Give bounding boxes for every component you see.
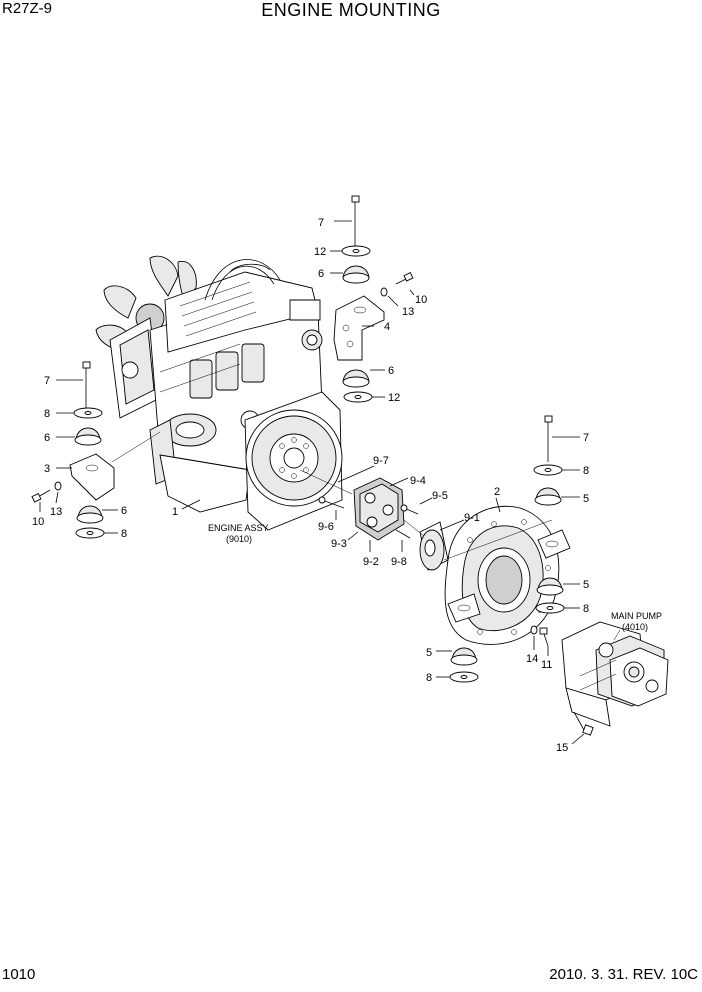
callout-6: 6 [121,505,127,517]
main-pump-ref: (4010) [622,622,648,632]
page-title: ENGINE MOUNTING [261,0,441,20]
callout-9-4: 9-4 [410,475,426,487]
callout-9-6: 9-6 [318,521,334,533]
callout-13: 13 [50,506,62,518]
callout-5: 5 [426,647,432,659]
model-code: R27Z-9 [2,0,53,17]
callout-8: 8 [583,465,589,477]
callout-9-8: 9-8 [391,556,407,568]
callout-9-7: 9-7 [373,455,389,467]
callout-8: 8 [121,528,127,540]
callout-1: 1 [172,506,178,518]
callout-12: 12 [388,392,400,404]
callout-15: 15 [556,742,568,754]
oil-pan [159,454,251,513]
pump-side-mount-stack [436,415,580,683]
left-engine-mount-stack [31,361,161,539]
callout-5: 5 [583,579,589,591]
callout-12: 12 [314,246,326,258]
callout-7: 7 [318,217,324,229]
flywheel-housing [244,391,343,531]
callout-9-5: 9-5 [432,490,448,502]
engine-assy-label: ENGINE ASSY [208,523,269,533]
flexible-coupling [299,465,465,571]
callout-6: 6 [44,432,50,444]
callout-6: 6 [388,365,394,377]
callout-7: 7 [583,432,589,444]
callout-9-2: 9-2 [363,556,379,568]
main-pump [561,621,669,745]
callout-5: 5 [583,493,589,505]
revision-date: 2010. 3. 31. REV. 10C [549,966,698,983]
engine-assy-ref: (9010) [226,534,252,544]
callout-8: 8 [44,408,50,420]
callout-14: 14 [526,653,538,665]
callout-4: 4 [384,321,390,333]
callout-3: 3 [44,463,50,475]
callout-11: 11 [541,659,552,671]
callout-2: 2 [494,486,500,498]
callout-13: 13 [402,306,414,318]
main-pump-label: MAIN PUMP [611,611,662,621]
page-number: 1010 [2,966,36,983]
pump-housing-bracket [443,497,571,645]
callout-labels: 7 12 6 10 13 4 6 12 7 8 6 3 10 13 6 8 1 … [32,217,662,754]
callout-10: 10 [32,516,44,528]
callout-8: 8 [426,672,432,684]
callout-8: 8 [583,603,589,615]
right-engine-mount-stack [330,195,415,403]
callout-6: 6 [318,268,324,280]
callout-9-3: 9-3 [331,538,347,550]
callout-10: 10 [415,294,427,306]
callout-7: 7 [44,375,50,387]
callout-9-1: 9-1 [464,512,480,524]
